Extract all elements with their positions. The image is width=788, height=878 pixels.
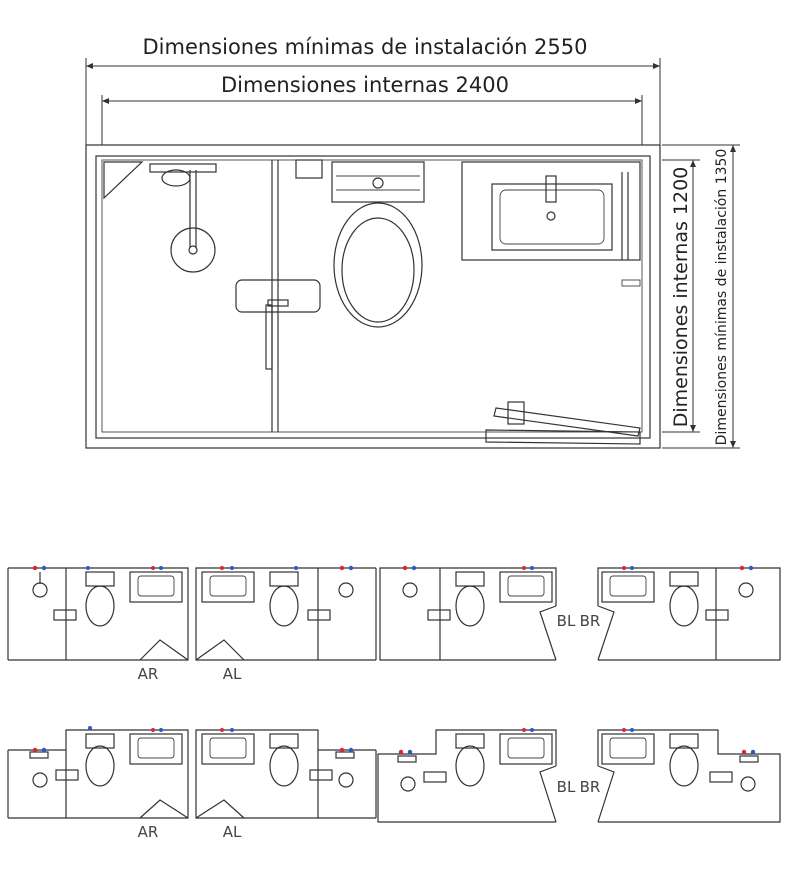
- toilet-icon: [295, 159, 425, 328]
- variant-code-bl: BL: [557, 612, 576, 630]
- variant-code-al: AL: [223, 665, 242, 683]
- dim-int-depth-label: Dimensiones internas 1200: [670, 167, 692, 428]
- variant-al-row2: AL: [195, 728, 377, 841]
- dim-min-width-label: Dimensiones mínimas de instalación 2550: [142, 35, 587, 59]
- variant-code-br: BR: [580, 778, 601, 796]
- shower-door-handle: [265, 299, 289, 370]
- sink-icon: [461, 161, 641, 287]
- depth-dimensions: Dimensiones internas 1200 Dimensiones mí…: [662, 144, 740, 449]
- variant-code-al: AL: [223, 823, 242, 841]
- variant-br-row2: BR: [580, 728, 781, 823]
- shower-bench: [235, 279, 321, 313]
- variant-ar-row2: AR: [7, 726, 189, 841]
- dim-min-depth-label: Dimensiones mínimas de instalación 1350: [714, 149, 730, 446]
- variant-code-ar: AR: [138, 665, 159, 683]
- entry-door: [485, 401, 641, 445]
- variant-br-row1: BR: [580, 565, 781, 661]
- main-floor-plan: [85, 144, 661, 449]
- dim-int-width-label: Dimensiones internas 2400: [221, 73, 509, 97]
- corner-shelf: [103, 161, 144, 200]
- variant-code-br: BR: [580, 612, 601, 630]
- variant-bl-row1: BL: [379, 565, 576, 661]
- variant-bl-row2: BL: [377, 728, 576, 823]
- variant-ar-row1: AR: [7, 565, 189, 683]
- variant-al-row1: AL: [195, 565, 377, 683]
- shower-icon: [149, 163, 217, 273]
- variant-code-ar: AR: [138, 823, 159, 841]
- variant-code-bl: BL: [557, 778, 576, 796]
- width-dimensions: Dimensiones mínimas de instalación 2550 …: [85, 35, 661, 145]
